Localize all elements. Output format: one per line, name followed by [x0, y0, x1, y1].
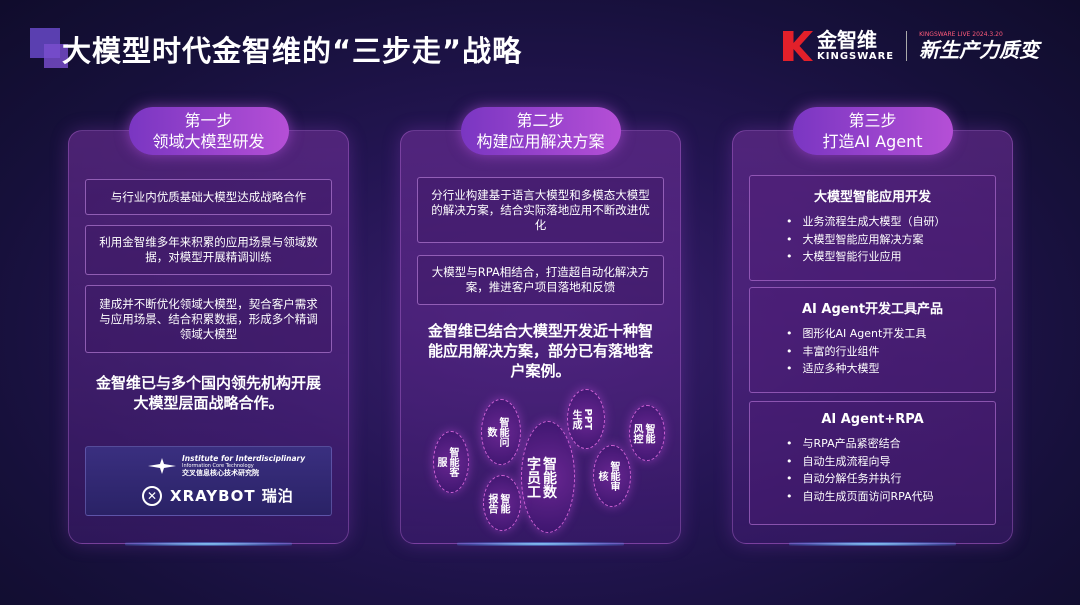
- bubble-label: 智能审核: [596, 461, 619, 491]
- section-title: AI Agent+RPA: [821, 412, 924, 427]
- step1-statement: 金智维已与多个国内领先机构开展大模型层面战略合作。: [95, 374, 321, 412]
- section-item: 自动生成流程向导: [802, 453, 995, 471]
- section-item: 自动分解任务并执行: [802, 470, 995, 488]
- step2-box: 大模型与RPA相结合，打造超自动化解决方案，推进客户项目落地和反馈: [417, 255, 664, 305]
- brand-logo: 金智维 KINGSWARE KINGSWARE LIVE 2024.3.20 新…: [783, 30, 1039, 62]
- partner-xraybot-logo: ✕ XRAYBOT 瑞泊: [142, 485, 294, 506]
- bubble-label: PPT生成: [570, 408, 593, 430]
- partner1-sub: Information Core Technology: [182, 462, 254, 469]
- bubble-label: 智能问数: [485, 417, 508, 447]
- step1-box: 与行业内优质基础大模型达成战略合作: [85, 179, 332, 215]
- step3-section: 大模型智能应用开发 业务流程生成大模型（自研） 大模型智能应用解决方案 大模型智…: [749, 175, 996, 281]
- step1-pill: 第一步 领域大模型研发: [128, 107, 289, 155]
- step1-box: 建成并不断优化领域大模型，契合客户需求与应用场景、结合积累数据，形成多个精调领域…: [85, 285, 332, 353]
- brand-en: KINGSWARE: [817, 51, 895, 62]
- bubble-digital-employee: 智能数字员工: [521, 421, 575, 533]
- section-title: AI Agent开发工具产品: [801, 302, 944, 317]
- section-item: 丰富的行业组件: [802, 343, 995, 361]
- step3-title: 打造AI Agent: [822, 132, 923, 151]
- brand-cn: 金智维: [817, 28, 877, 52]
- section-item: 与RPA产品紧密结合: [802, 435, 995, 453]
- bird-icon: [148, 458, 176, 475]
- step3-card: 第三步 打造AI Agent 大模型智能应用开发 业务流程生成大模型（自研） 大…: [732, 107, 1013, 546]
- slogan-date: KINGSWARE LIVE 2024.3.20: [919, 31, 1003, 38]
- bubble-label: 智能报告: [486, 493, 509, 513]
- section-item: 图形化AI Agent开发工具: [802, 325, 995, 343]
- divider: [906, 31, 908, 61]
- bubble-ppt: PPT生成: [567, 389, 605, 449]
- partner-logos: Institute for Interdisciplinary Informat…: [85, 446, 332, 516]
- decor-square: [44, 44, 68, 68]
- section-item: 大模型智能应用解决方案: [802, 231, 995, 249]
- step2-label: 第二步: [516, 111, 565, 130]
- kingsware-k-icon: [783, 31, 813, 61]
- step3-pill: 第三步 打造AI Agent: [792, 107, 953, 155]
- bubble-smart-audit: 智能审核: [593, 445, 631, 507]
- bubble-label: 智能风控: [631, 423, 654, 443]
- step2-box: 分行业构建基于语言大模型和多模态大模型的解决方案，结合实际落地应用不断改进优化: [417, 177, 664, 243]
- step2-pill: 第二步 构建应用解决方案: [460, 107, 621, 155]
- bubble-smart-report: 智能报告: [483, 475, 521, 531]
- step1-box: 利用金智维多年来积累的应用场景与领域数据，对模型开展精调训练: [85, 225, 332, 275]
- step2-statement: 金智维已结合大模型开发近十种智能应用解决方案，部分已有落地客户案例。: [427, 322, 653, 380]
- step3-section: AI Agent+RPA 与RPA产品紧密结合 自动生成流程向导 自动分解任务并…: [749, 401, 996, 525]
- bubble-label: 智能客服: [435, 447, 458, 477]
- section-title: 大模型智能应用开发: [813, 190, 931, 205]
- xraybot-icon: ✕: [142, 485, 162, 506]
- step2-title: 构建应用解决方案: [476, 132, 605, 151]
- slogan: 新生产力质变: [919, 38, 1040, 62]
- partner1-en: Institute for Interdisciplinary: [182, 454, 306, 463]
- step1-label: 第一步: [184, 111, 233, 130]
- bubble-label: 智能数字员工: [525, 456, 557, 498]
- section-item: 自动生成页面访问RPA代码: [802, 488, 995, 506]
- section-item: 适应多种大模型: [802, 360, 995, 378]
- step3-label: 第三步: [848, 111, 897, 130]
- step3-section: AI Agent开发工具产品 图形化AI Agent开发工具 丰富的行业组件 适…: [749, 287, 996, 393]
- step1-card: 第一步 领域大模型研发 与行业内优质基础大模型达成战略合作 利用金智维多年来积累…: [68, 107, 349, 546]
- section-item: 业务流程生成大模型（自研）: [802, 213, 995, 231]
- partner-iiict-logo: Institute for Interdisciplinary Informat…: [146, 454, 306, 478]
- bubble-smart-query: 智能问数: [481, 399, 521, 465]
- page-title: 大模型时代金智维的“三步走”战略: [62, 34, 523, 68]
- bubble-smart-risk: 智能风控: [629, 405, 665, 461]
- bubble-smart-service: 智能客服: [433, 431, 469, 493]
- section-item: 大模型智能行业应用: [802, 248, 995, 266]
- step2-card: 第二步 构建应用解决方案 分行业构建基于语言大模型和多模态大模型的解决方案，结合…: [400, 107, 681, 546]
- step1-title: 领域大模型研发: [152, 132, 265, 151]
- partner1-cn: 交叉信息核心技术研究院: [182, 469, 259, 478]
- partner2-name: XRAYBOT 瑞泊: [170, 487, 294, 505]
